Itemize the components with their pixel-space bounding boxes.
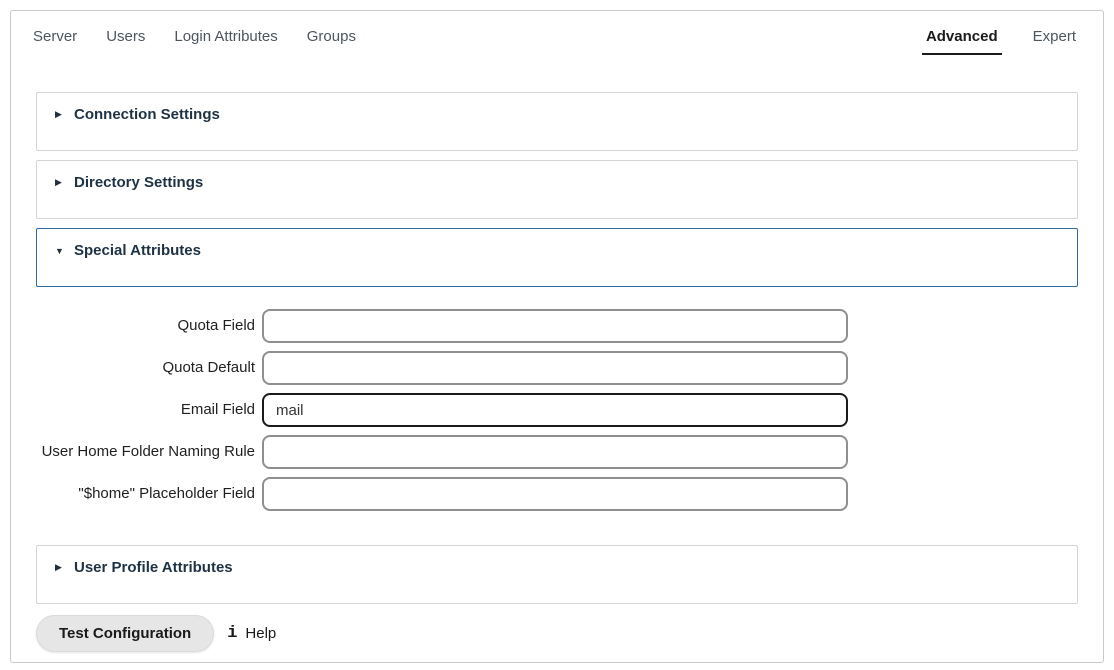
tab-advanced[interactable]: Advanced [921, 24, 1002, 55]
section-title: Directory Settings [74, 174, 204, 191]
section-special-attributes[interactable]: ▼ Special Attributes [36, 228, 1078, 287]
footer: Test Configuration i Help [36, 615, 1103, 652]
tab-group-right: Advanced Expert [891, 24, 1076, 55]
section-title-row: ▼ Special Attributes [52, 242, 1062, 259]
tab-group-left: Server Users Login Attributes Groups [33, 24, 385, 53]
tab-login-attributes[interactable]: Login Attributes [174, 28, 278, 45]
special-attributes-form: Quota Field Quota Default Email Field Us… [36, 287, 1078, 545]
home-placeholder-field-input[interactable] [262, 477, 848, 511]
help-label: Help [245, 625, 277, 642]
home-placeholder-field-row: "$home" Placeholder Field [36, 477, 1078, 511]
tab-server[interactable]: Server [33, 28, 78, 45]
quota-default-label: Quota Default [162, 359, 255, 376]
tab-bar: Server Users Login Attributes Groups Adv… [11, 11, 1103, 55]
chevron-down-icon: ▼ [55, 245, 64, 256]
section-directory-settings[interactable]: ▶ Directory Settings [36, 160, 1078, 219]
chevron-right-icon: ▶ [55, 562, 62, 572]
quota-field-input[interactable] [262, 309, 848, 343]
email-field-row: Email Field [36, 393, 1078, 427]
tab-users[interactable]: Users [106, 28, 146, 45]
section-title: User Profile Attributes [74, 559, 233, 576]
section-user-profile-attributes[interactable]: ▶ User Profile Attributes [36, 545, 1078, 604]
home-folder-naming-rule-row: User Home Folder Naming Rule [36, 435, 1078, 469]
section-title: Connection Settings [74, 106, 220, 123]
quota-default-input[interactable] [262, 351, 848, 385]
home-folder-naming-rule-label: User Home Folder Naming Rule [41, 443, 255, 460]
quota-default-row: Quota Default [36, 351, 1078, 385]
chevron-right-icon: ▶ [55, 177, 62, 187]
email-field-input[interactable] [262, 393, 848, 427]
chevron-right-icon: ▶ [55, 109, 62, 119]
section-title: Special Attributes [74, 242, 201, 259]
quota-field-row: Quota Field [36, 309, 1078, 343]
tab-groups[interactable]: Groups [306, 28, 356, 45]
section-title-row: ▶ User Profile Attributes [52, 559, 1062, 576]
section-connection-settings[interactable]: ▶ Connection Settings [36, 92, 1078, 151]
home-folder-naming-rule-input[interactable] [262, 435, 848, 469]
section-title-row: ▶ Connection Settings [52, 106, 1062, 123]
tab-expert[interactable]: Expert [1032, 28, 1076, 45]
email-field-label: Email Field [180, 401, 255, 418]
test-configuration-button[interactable]: Test Configuration [36, 615, 215, 652]
ldap-settings-panel: Server Users Login Attributes Groups Adv… [10, 10, 1104, 663]
home-placeholder-field-label: "$home" Placeholder Field [78, 485, 255, 502]
quota-field-label: Quota Field [177, 317, 255, 334]
section-title-row: ▶ Directory Settings [52, 174, 1062, 191]
help-link[interactable]: i Help [227, 624, 276, 643]
info-icon: i [227, 624, 238, 643]
settings-sections: ▶ Connection Settings ▶ Directory Settin… [36, 92, 1078, 604]
